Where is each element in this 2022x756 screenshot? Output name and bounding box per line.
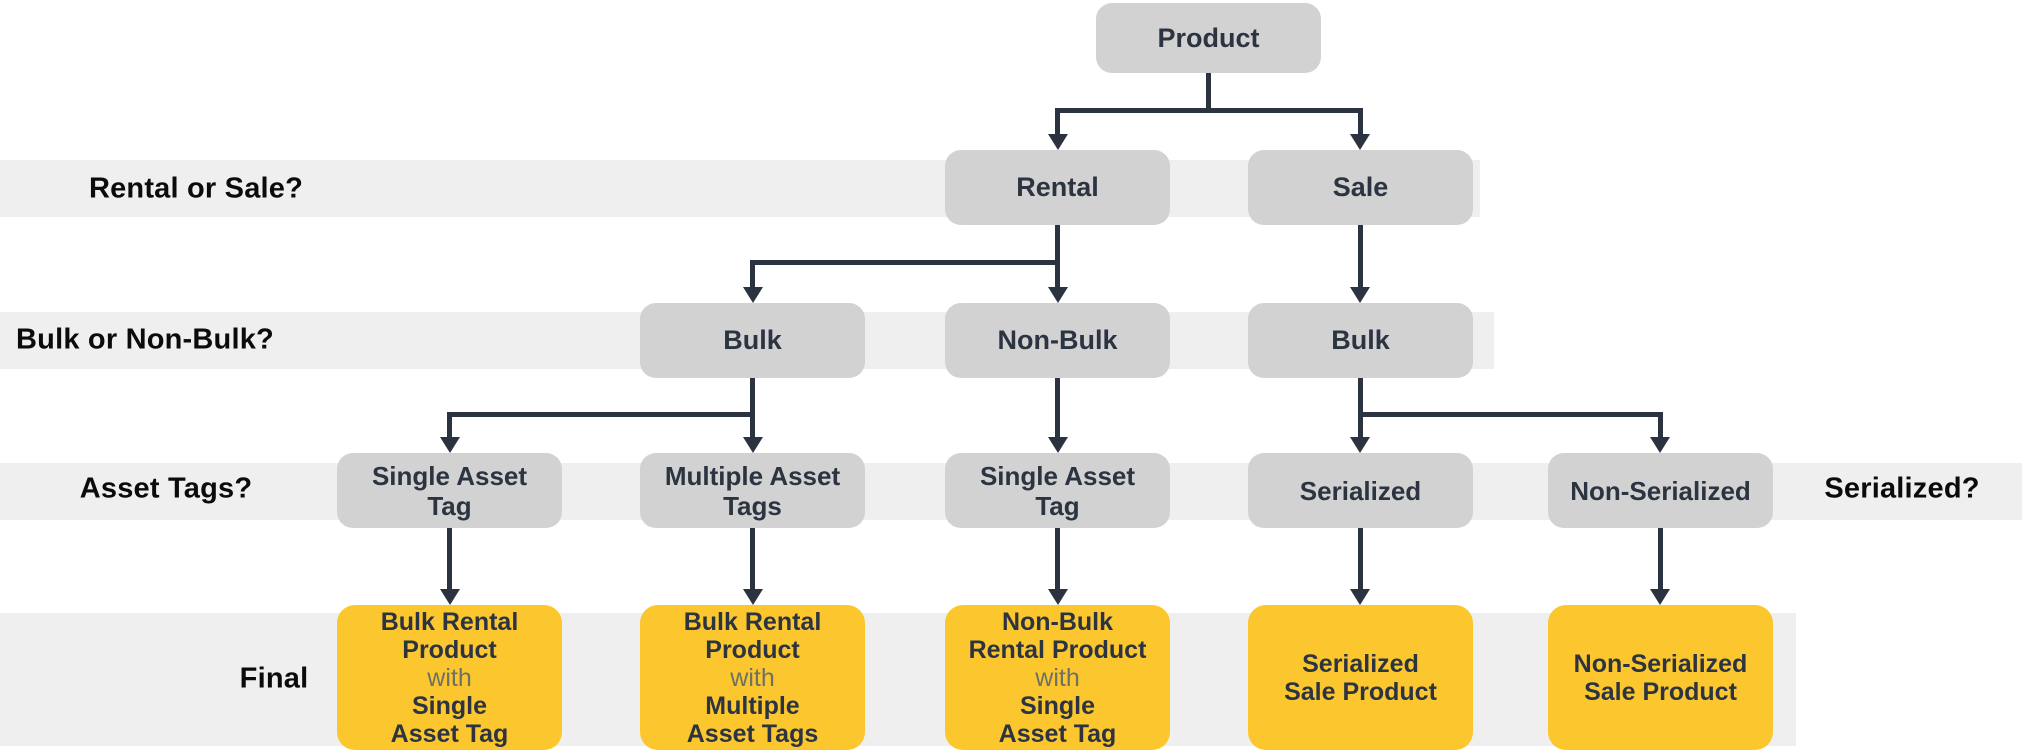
node-product-label: Product [1157,22,1260,53]
arrowhead-final-1 [440,589,460,605]
connector-rental-branch [750,260,1060,265]
final-line: Bulk Rental [683,607,822,636]
node-single-asset-tag-1: Single Asset Tag [337,453,562,528]
connector-bulk2-branch [1358,412,1663,417]
arrowhead-final-2 [743,589,763,605]
node-line: Tag [427,490,472,521]
node-line: Tag [1035,490,1080,521]
connector-bulk1-stem [750,378,755,437]
final-line: Bulk Rental [380,607,519,636]
node-serialized: Serialized [1248,453,1473,528]
connector-product-branch [1055,108,1363,113]
final-line: Multiple [705,691,800,720]
node-multiple-asset-tags: Multiple Asset Tags [640,453,865,528]
final-node-bulk-rental-single: Bulk Rental Product with Single Asset Ta… [337,605,562,750]
node-line: Serialized [1299,475,1422,506]
final-line: Rental Product [968,635,1147,664]
final-node-bulk-rental-multiple: Bulk Rental Product with Multiple Asset … [640,605,865,750]
connector-rental-drop [1055,108,1060,134]
row-band-final [0,613,1796,746]
connector-bulk1-branch [447,412,755,417]
arrowhead-sale [1350,134,1370,150]
connector-sale-stem [1358,225,1363,287]
final-node-nonbulk-rental-single: Non-Bulk Rental Product with Single Asse… [945,605,1170,750]
node-product: Product [1096,3,1321,73]
node-sale-label: Sale [1332,172,1389,202]
final-line: Serialized [1302,649,1419,678]
row-label-asset-tags: Asset Tags? [79,472,253,505]
connector-rental-stem [1055,225,1060,287]
final-connector-word: with [1035,663,1080,692]
connector-final-stem-1 [447,528,452,589]
node-bulk-sale-label: Bulk [1331,325,1390,355]
connector-nser-drop [1658,412,1663,437]
connector-sat1-drop [447,412,452,437]
node-line: Single Asset [979,460,1136,491]
final-line: Asset Tags [686,719,819,748]
arrowhead-rental [1048,134,1068,150]
row-label-rental-or-sale: Rental or Sale? [88,172,304,205]
connector-final-stem-5 [1658,528,1663,589]
connector-final-stem-4 [1358,528,1363,589]
final-line: Sale Product [1284,677,1437,706]
row-band-rental-or-sale [0,160,1480,217]
node-line: Non-Serialized [1570,475,1751,506]
node-rental-label: Rental [1016,172,1099,202]
node-single-asset-tag-2: Single Asset Tag [945,453,1170,528]
arrowhead-bulk2 [1350,287,1370,303]
node-nonbulk-rental: Non-Bulk [945,303,1170,378]
connector-final-stem-3 [1055,528,1060,589]
node-line: Single Asset [371,460,528,491]
arrowhead-final-5 [1650,589,1670,605]
final-line: Asset Tag [390,719,509,748]
arrowhead-multiple-asset-tags [743,437,763,453]
connector-nonbulk-stem [1055,378,1060,437]
connector-bulk2-stem [1358,378,1363,437]
connector-final-stem-2 [750,528,755,589]
final-line: Single [1019,691,1095,720]
final-line: Sale Product [1584,677,1737,706]
row-label-final: Final [239,662,309,695]
node-line: Tags [723,490,782,521]
arrowhead-nonbulk [1048,287,1068,303]
connector-bulk1-drop [750,260,755,287]
node-non-serialized: Non-Serialized [1548,453,1773,528]
connector-product-stem [1206,73,1211,113]
final-connector-word: with [730,663,775,692]
row-label-serialized: Serialized? [1824,472,1980,505]
arrowhead-bulk1 [743,287,763,303]
final-line: Product [402,635,497,664]
arrowhead-final-3 [1048,589,1068,605]
connector-sale-drop [1358,108,1363,134]
arrowhead-single-asset-tag-2 [1048,437,1068,453]
final-line: Non-Serialized [1573,649,1748,678]
node-rental: Rental [945,150,1170,225]
final-node-serialized-sale: Serialized Sale Product [1248,605,1473,750]
node-bulk-rental: Bulk [640,303,865,378]
row-label-bulk-or-nonbulk: Bulk or Non-Bulk? [16,323,274,356]
arrowhead-non-serialized [1650,437,1670,453]
node-bulk-rental-label: Bulk [723,325,782,355]
node-nonbulk-rental-label: Non-Bulk [997,325,1118,355]
final-line: Product [705,635,800,664]
node-sale: Sale [1248,150,1473,225]
final-line: Single [411,691,487,720]
final-connector-word: with [427,663,472,692]
final-line: Asset Tag [998,719,1117,748]
node-line: Multiple Asset [664,460,841,491]
final-node-non-serialized-sale: Non-Serialized Sale Product [1548,605,1773,750]
final-line: Non-Bulk [1001,607,1114,636]
arrowhead-serialized [1350,437,1370,453]
arrowhead-single-asset-tag-1 [440,437,460,453]
arrowhead-final-4 [1350,589,1370,605]
node-bulk-sale: Bulk [1248,303,1473,378]
